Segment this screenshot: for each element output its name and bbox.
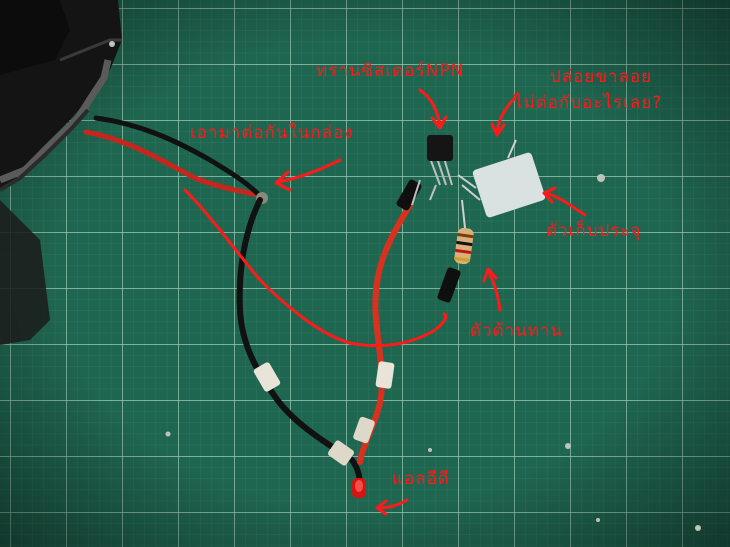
label-resistor: ตัวต้านทาน [470, 321, 564, 341]
red-drawn-wire-line [183, 188, 448, 348]
label-led: แอลอีดี [392, 469, 450, 489]
tape-4 [353, 416, 375, 444]
capacitor [457, 139, 546, 218]
led [352, 478, 366, 498]
arrow-transistor-icon [418, 88, 448, 130]
heatshrink-left [396, 179, 422, 211]
arrow-resistor-icon [482, 267, 502, 312]
label-join-in-box: เอามาต่อกันในกล่อง [190, 123, 354, 143]
tape-3 [328, 440, 354, 466]
arrow-join-icon [274, 158, 342, 192]
label-floating-leg-2: ไม่ต่อกับอะไรเลย? [514, 93, 663, 113]
tape-1 [253, 362, 281, 392]
arrow-led-icon [375, 498, 409, 516]
red-wire-from-box [83, 129, 265, 199]
label-transistor: ทรานซิสเตอร์NPN [316, 61, 465, 81]
resistor [437, 199, 474, 303]
black-enclosure [0, 0, 122, 345]
label-capacitor: ตัวเก็บประจุ [546, 221, 642, 241]
black-wire-to-led [236, 197, 363, 489]
black-wire-from-box [93, 115, 265, 201]
debris [109, 41, 701, 531]
arrow-capacitor-icon [542, 186, 587, 217]
label-floating-leg-1: ปล่อยขาลอย [550, 67, 653, 87]
tape-2 [375, 361, 395, 389]
arrow-floating-leg-icon [490, 96, 517, 137]
annotation-marks [183, 88, 587, 516]
transistor-npn [411, 135, 453, 206]
